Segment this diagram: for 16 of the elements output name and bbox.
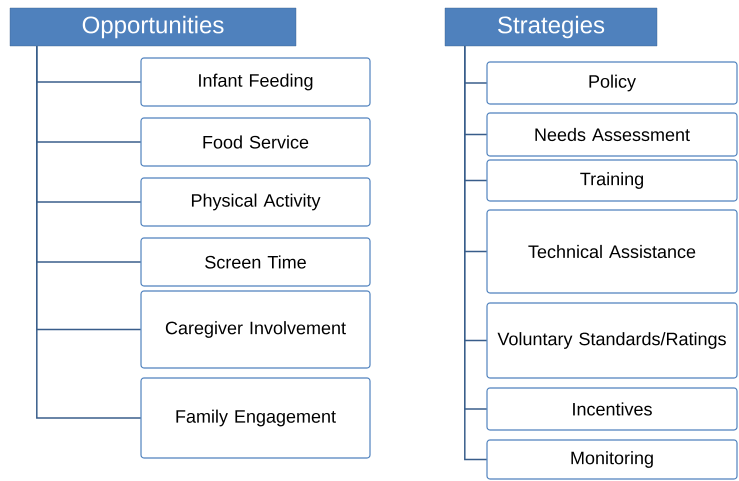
category-box: Screen Time (140, 237, 371, 287)
category-box: Technical Assistance (486, 209, 738, 294)
header-box: Strategies (444, 8, 658, 46)
category-box: Policy (486, 61, 738, 105)
category-box: Voluntary Standards/Ratings (486, 302, 738, 379)
category-box: Monitoring (486, 439, 738, 480)
connector-line (36, 46, 140, 419)
category-box: Training (486, 159, 738, 202)
category-box: Family Engagement (140, 377, 371, 459)
category-box: Infant Feeding (140, 57, 371, 107)
category-box: Needs Assessment (486, 112, 738, 157)
category-box: Physical Activity (140, 177, 371, 227)
category-box: Caregiver Involvement (140, 290, 371, 369)
category-box: Incentives (486, 387, 738, 431)
header-box: Opportunities (10, 8, 296, 46)
category-box: Food Service (140, 117, 371, 167)
